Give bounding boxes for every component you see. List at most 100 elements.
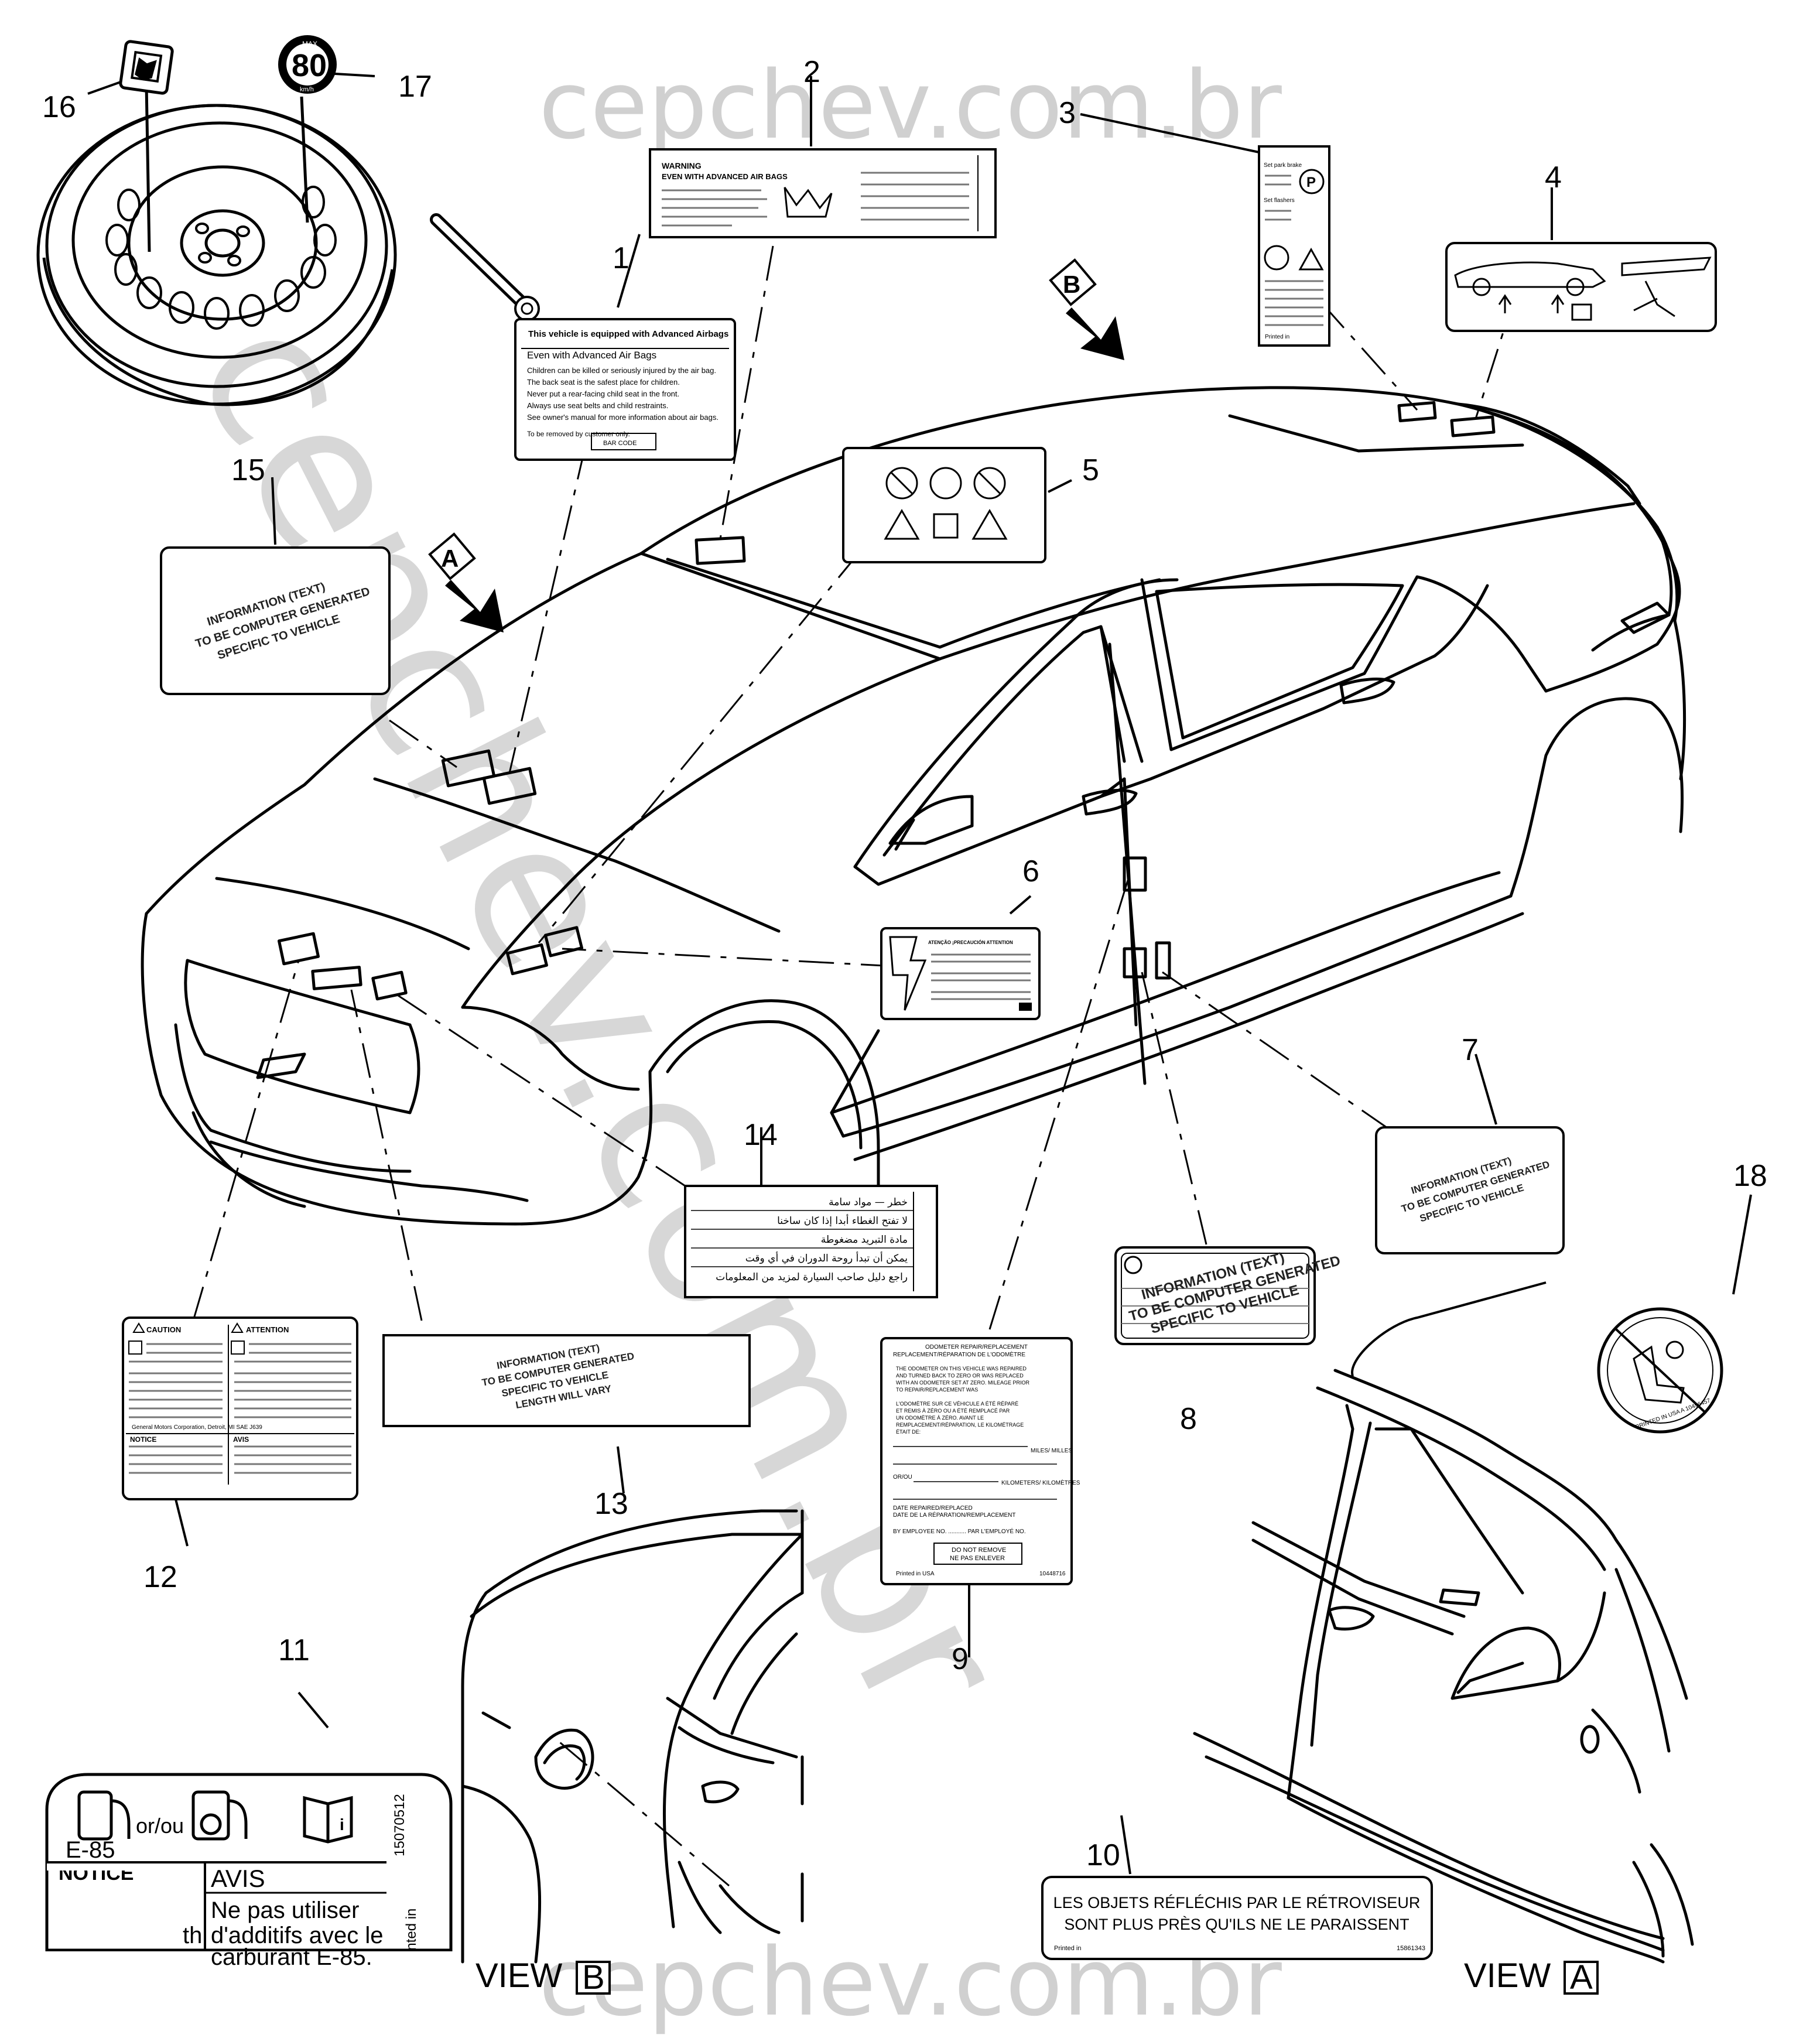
svg-text:ET REMIS À ZÉRO OU A ÉTÉ REMPL: ET REMIS À ZÉRO OU A ÉTÉ REMPLACÉ PAR xyxy=(896,1408,1010,1414)
high-voltage-icon xyxy=(889,936,927,1011)
svg-text:AVIS: AVIS xyxy=(233,1435,249,1444)
svg-text:ATENÇÃO ¡PRECAUCIÓN ATTENTION: ATENÇÃO ¡PRECAUCIÓN ATTENTION xyxy=(928,940,1013,945)
svg-text:d'additifs avec le: d'additifs avec le xyxy=(211,1923,383,1948)
callout-10: 10 xyxy=(1086,1838,1120,1872)
svg-text:10448716: 10448716 xyxy=(1039,1571,1066,1577)
callout-16: 16 xyxy=(42,90,76,124)
callout-18: 18 xyxy=(1733,1159,1767,1193)
label-1: This vehicle is equipped with Advanced A… xyxy=(430,213,736,461)
label-15: INFORMATION (TEXT) TO BE COMPUTER GENERA… xyxy=(160,546,391,695)
callout-12: 12 xyxy=(143,1560,177,1594)
svg-text:Children can be killed or seri: Children can be killed or seriously inju… xyxy=(527,366,716,375)
svg-text:لا تفتح الغطاء أبدا إذا كان سا: لا تفتح الغطاء أبدا إذا كان ساخنا xyxy=(777,1214,908,1227)
svg-text:NOTICE: NOTICE xyxy=(130,1435,156,1444)
svg-text:Ne pas utiliser: Ne pas utiliser xyxy=(211,1897,359,1923)
label-7: INFORMATION (TEXT) TO BE COMPUTER GENERA… xyxy=(1375,1126,1565,1254)
dash-leaders xyxy=(192,245,1518,1887)
svg-text:Set park brake: Set park brake xyxy=(1264,162,1302,169)
svg-text:To be removed by customer only: To be removed by customer only. xyxy=(527,430,630,438)
tire-icon xyxy=(1264,245,1289,271)
svg-text:REMPLACEMENT/RÉPARATION, LE KI: REMPLACEMENT/RÉPARATION, LE KILOMÉTRAGE xyxy=(896,1422,1024,1428)
svg-text:A: A xyxy=(1570,1958,1593,1996)
svg-text:AVIS: AVIS xyxy=(211,1865,265,1892)
explosion-warning-icon xyxy=(971,509,1008,540)
callout-11: 11 xyxy=(278,1633,310,1667)
svg-text:km/h: km/h xyxy=(300,86,314,93)
svg-text:UN ODOMÈTRE À ZÉRO. AVANT LE: UN ODOMÈTRE À ZÉRO. AVANT LE xyxy=(896,1415,984,1421)
svg-text:L'ODOMÈTRE SUR CE VÉHICULE A É: L'ODOMÈTRE SUR CE VÉHICULE A ÉTÉ RÉPARÉ xyxy=(896,1401,1018,1407)
svg-text:WITH AN ODOMETER SET AT ZERO.: WITH AN ODOMETER SET AT ZERO. MILEAGE PR… xyxy=(896,1380,1030,1386)
svg-text:See owner's manual for more in: See owner's manual for more information … xyxy=(527,413,719,422)
caution-icon xyxy=(132,1322,145,1333)
gm-emblem-icon xyxy=(1124,1256,1142,1274)
view-arrow-b: B xyxy=(1049,258,1124,360)
label-6: ATENÇÃO ¡PRECAUCIÓN ATTENTION xyxy=(880,927,1041,1020)
svg-text:SONT PLUS PRÈS QU'ILS NE LE PA: SONT PLUS PRÈS QU'ILS NE LE PARAISSENT xyxy=(1064,1916,1409,1933)
svg-text:Always use seat belts and chil: Always use seat belts and child restrain… xyxy=(527,401,668,410)
callout-3: 3 xyxy=(1059,96,1076,130)
svg-text:DO NOT REMOVE: DO NOT REMOVE xyxy=(952,1547,1006,1554)
svg-text:خطر — مواد سامة: خطر — مواد سامة xyxy=(829,1196,908,1208)
manual-icon xyxy=(933,513,959,539)
svg-text:VIEW: VIEW xyxy=(1464,1957,1551,1995)
callout-14: 14 xyxy=(744,1118,778,1152)
view-a-caption: VIEW A xyxy=(1464,1957,1599,1996)
svg-text:15070512: 15070512 xyxy=(392,1794,408,1856)
jack-icon xyxy=(1633,281,1675,317)
book-icon xyxy=(135,57,157,81)
svg-text:ODOMETER REPAIR/REPLACEMENT: ODOMETER REPAIR/REPLACEMENT xyxy=(925,1344,1028,1350)
label-5 xyxy=(842,447,1046,563)
speed-limit-value: 80 xyxy=(292,48,327,83)
label-4 xyxy=(1445,242,1717,332)
view-a-drawing xyxy=(1193,1369,1694,1964)
svg-text:MILES/ MILLES: MILES/ MILLES xyxy=(1031,1448,1072,1454)
callout-5: 5 xyxy=(1082,453,1099,487)
label-11: i or/ou E-85 15070512 NOTICE AVIS Ne pas… xyxy=(45,1773,454,1986)
svg-text:Set flashers: Set flashers xyxy=(1264,197,1295,204)
callout-8: 8 xyxy=(1180,1402,1197,1436)
park-brake-icon xyxy=(1299,169,1325,194)
svg-text:P: P xyxy=(1306,175,1316,190)
fan-warning-icon xyxy=(128,1341,142,1355)
svg-text:BY EMPLOYEE NO. ........... PA: BY EMPLOYEE NO. ........... PAR L'EMPLOY… xyxy=(893,1527,1026,1535)
callout-7: 7 xyxy=(1462,1033,1479,1067)
label-10: LES OBJETS RÉFLÉCHIS PAR LE RÉTROVISEUR … xyxy=(1041,1876,1433,1960)
svg-text:Even with Advanced Air Bags: Even with Advanced Air Bags xyxy=(527,350,656,361)
no-flame-icon xyxy=(973,467,1006,500)
callout-15: 15 xyxy=(231,453,265,487)
svg-text:carburant E-85.: carburant E-85. xyxy=(211,1944,372,1970)
child-seat-icon xyxy=(784,187,833,218)
svg-text:ÉTAIT DE:: ÉTAIT DE: xyxy=(896,1429,921,1435)
label-3: P Set park brake Set flashers Printed in xyxy=(1258,145,1330,347)
svg-text:DATE DE LA RÉPARATION/REMPLACE: DATE DE LA RÉPARATION/REMPLACEMENT xyxy=(893,1511,1015,1519)
svg-text:Printed in: Printed in xyxy=(1265,334,1289,340)
callout-numbers: 1 2 3 4 5 6 7 8 9 10 11 12 13 14 15 16 1… xyxy=(42,55,1767,1872)
acid-warning-icon xyxy=(884,509,920,540)
label-13: INFORMATION (TEXT) TO BE COMPUTER GENERA… xyxy=(382,1334,751,1427)
label-14: خطر — مواد سامة لا تفتح الغطاء أبدا إذا … xyxy=(684,1185,938,1298)
callout-4: 4 xyxy=(1545,160,1562,194)
callout-17: 17 xyxy=(398,70,432,104)
svg-text:or/ou: or/ou xyxy=(136,1814,184,1838)
svg-text:LES OBJETS RÉFLÉCHIS PAR LE RÉ: LES OBJETS RÉFLÉCHIS PAR LE RÉTROVISEUR xyxy=(1053,1894,1421,1912)
svg-text:راجع دليل صاحب السيارة لمزيد م: راجع دليل صاحب السيارة لمزيد من المعلوما… xyxy=(716,1271,908,1283)
svg-text:General Motors Corporation, De: General Motors Corporation, Detroit, MI … xyxy=(132,1424,262,1431)
svg-text:TO REPAIR/REPLACEMENT WAS: TO REPAIR/REPLACEMENT WAS xyxy=(896,1387,978,1393)
svg-text:THE ODOMETER ON THIS VEHICLE W: THE ODOMETER ON THIS VEHICLE WAS REPAIRE… xyxy=(896,1366,1027,1372)
svg-text:Never put a rear-facing child: Never put a rear-facing child seat in th… xyxy=(527,389,679,398)
label-2: WARNING EVEN WITH ADVANCED AIR BAGS xyxy=(649,148,997,238)
svg-text:VIEW: VIEW xyxy=(475,1957,562,1995)
spare-wheel xyxy=(36,84,397,406)
svg-text:B: B xyxy=(1063,271,1080,298)
attention-icon xyxy=(231,1322,244,1333)
barcode-placeholder: BAR CODE xyxy=(603,440,637,447)
svg-text:DATE REPAIRED/REPLACED: DATE REPAIRED/REPLACED xyxy=(893,1505,973,1512)
car-side-icon xyxy=(1454,261,1606,288)
label-17: MAX 80 km/h xyxy=(278,35,337,94)
callout-9: 9 xyxy=(952,1642,969,1676)
svg-text:OR/OU: OR/OU xyxy=(893,1474,912,1480)
svg-text:MAX: MAX xyxy=(302,40,317,48)
svg-text:th: th xyxy=(183,1923,202,1948)
svg-text:Printed in USA: Printed in USA xyxy=(896,1571,935,1577)
